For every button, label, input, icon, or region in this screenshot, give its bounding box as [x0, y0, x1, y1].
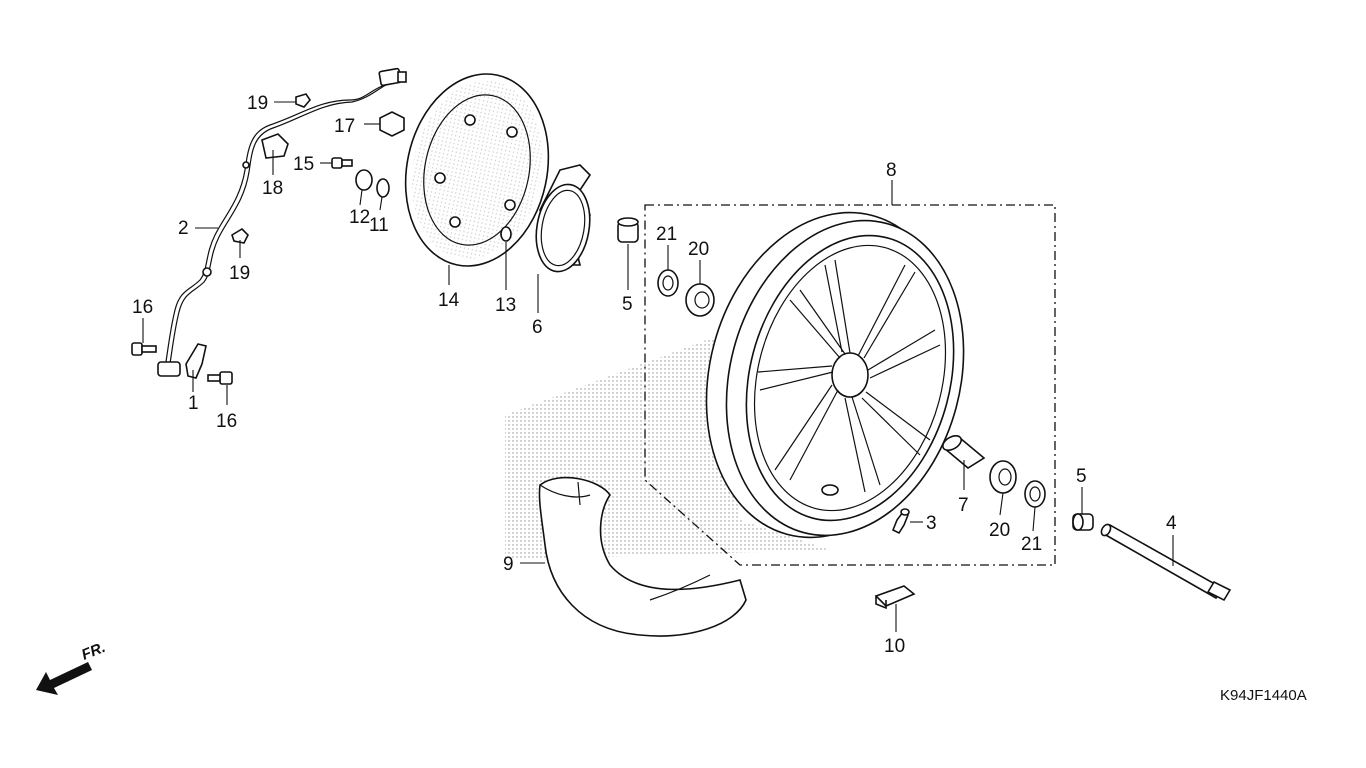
- callout-9: 9: [503, 554, 514, 575]
- callout-19-bottom: 19: [229, 263, 250, 284]
- clamp-19-upper: [295, 93, 312, 108]
- callout-6: 6: [532, 317, 543, 338]
- sensor-head-2: [157, 361, 181, 377]
- callout-17: 17: [334, 116, 355, 137]
- callout-14: 14: [438, 290, 460, 311]
- bolt-15: [331, 157, 353, 169]
- dust-seal-21-right: [1024, 480, 1046, 508]
- collar-12: [355, 169, 373, 191]
- callout-5-left: 5: [622, 294, 633, 315]
- valve-stem-3: [891, 508, 910, 535]
- wheel-rim-8: [705, 211, 965, 539]
- callout-5-right: 5: [1076, 466, 1087, 487]
- callout-3: 3: [926, 513, 937, 534]
- callout-20-right: 20: [989, 520, 1010, 541]
- callout-18: 18: [262, 178, 283, 199]
- assembly-boundary-8: [644, 204, 1056, 566]
- callout-10: 10: [884, 636, 905, 657]
- washer-13: [500, 226, 512, 242]
- front-direction-label: FR.: [79, 639, 108, 664]
- bearing-20-left: [685, 283, 715, 317]
- callout-2: 2: [178, 218, 189, 239]
- dust-seal-21-left: [657, 269, 679, 297]
- drawing-code: K94JF1440A: [1220, 687, 1307, 704]
- callout-21-left: 21: [656, 224, 677, 245]
- washer-11: [376, 178, 390, 198]
- nut-17: [379, 111, 405, 137]
- balance-weight-10: [874, 585, 916, 610]
- clamp-19-lower: [231, 227, 249, 244]
- callout-19-top: 19: [247, 93, 268, 114]
- callout-16-upper: 16: [132, 297, 153, 318]
- leader-lines: [142, 101, 1174, 632]
- bolt-16-lower: [207, 371, 233, 385]
- callout-8: 8: [886, 160, 897, 181]
- callout-11: 11: [369, 215, 389, 236]
- wheel-cover-9: [538, 476, 747, 637]
- bolt-16-upper: [131, 342, 157, 356]
- callout-7: 7: [958, 495, 969, 516]
- callout-15: 15: [293, 154, 314, 175]
- front-direction-arrow: FR.: [36, 639, 108, 695]
- callout-20-left: 20: [688, 239, 709, 260]
- pulser-ring-6: [535, 164, 592, 273]
- callout-1: 1: [188, 393, 199, 414]
- collar-5-right: [1072, 513, 1094, 531]
- callout-12: 12: [349, 207, 370, 228]
- brake-disc-14: [404, 73, 550, 267]
- callout-21-right: 21: [1021, 534, 1042, 555]
- callout-13: 13: [495, 295, 516, 316]
- callout-4: 4: [1166, 513, 1177, 534]
- axle-4: [1100, 523, 1232, 602]
- bearing-20-right: [989, 460, 1017, 494]
- bracket-1: [185, 343, 207, 379]
- sensor-cable-2: [164, 84, 386, 369]
- grommet-18: [261, 133, 289, 159]
- collar-7: [942, 434, 986, 469]
- collar-5-left: [617, 217, 639, 243]
- callout-16-lower: 16: [216, 411, 237, 432]
